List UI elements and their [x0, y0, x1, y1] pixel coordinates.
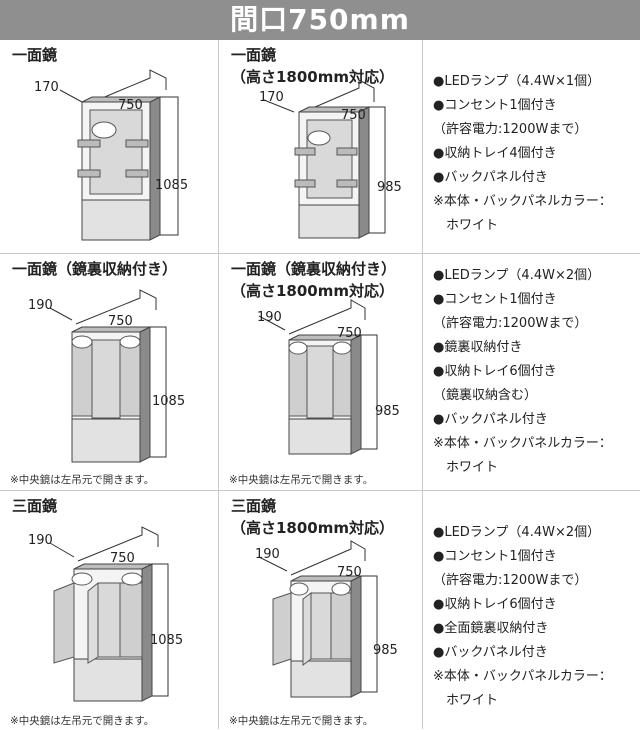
spec-item: ●鏡裏収納付き	[433, 340, 523, 355]
hinge-note: ※中央鏡は左吊元で開きます。	[229, 715, 374, 727]
spec-item: ●収納トレイ6個付き	[433, 364, 557, 379]
width-dimension: 750	[118, 98, 143, 113]
height-dimension: 1085	[152, 394, 186, 409]
spec-item: ●コンセント1個付き	[433, 549, 557, 564]
spec-list-single: ●LEDランプ（4.4W×1個） ●コンセント1個付き （許容電力:1200Wま…	[423, 40, 640, 253]
spec-list: ●LEDランプ（4.4W×2個） ●コンセント1個付き （許容電力:1200Wま…	[433, 521, 612, 713]
spec-list: ●LEDランプ（4.4W×1個） ●コンセント1個付き （許容電力:1200Wま…	[433, 70, 612, 238]
cell-three-mirror: 三面鏡 190 750 1085 ※中央鏡は左吊元で開きます。	[0, 491, 219, 729]
hinge-note: ※中央鏡は左吊元で開きます。	[10, 474, 155, 486]
depth-dimension: 190	[257, 310, 282, 325]
depth-dimension: 190	[255, 547, 280, 562]
cell-title: 一面鏡	[12, 46, 58, 64]
width-dimension: 750	[337, 565, 362, 580]
cell-title: 一面鏡（鏡裏収納付き） （高さ1800mm対応）	[231, 260, 397, 300]
product-grid: 一面鏡 170 750 1085 一面鏡 （高さ1800	[0, 40, 640, 730]
cabinet-diagram-three-1800	[258, 540, 378, 698]
hinge-note: ※中央鏡は左吊元で開きます。	[10, 715, 155, 727]
spec-item: ●LEDランプ（4.4W×2個）	[433, 525, 601, 540]
width-dimension: 750	[337, 326, 362, 341]
spec-list-single-storage: ●LEDランプ（4.4W×2個） ●コンセント1個付き （許容電力:1200Wま…	[423, 254, 640, 490]
cell-title: 三面鏡	[12, 497, 58, 515]
spec-item: ※本体・バックパネルカラー：	[433, 436, 612, 451]
spec-list: ●LEDランプ（4.4W×2個） ●コンセント1個付き （許容電力:1200Wま…	[433, 264, 612, 480]
spec-item: ●バックパネル付き	[433, 645, 548, 660]
height-dimension: 1085	[150, 633, 184, 648]
spec-item: ホワイト	[433, 460, 499, 475]
row-single-mirror: 一面鏡 170 750 1085 一面鏡 （高さ1800	[0, 40, 640, 254]
depth-dimension: 170	[34, 80, 59, 95]
cell-single-mirror-1800: 一面鏡 （高さ1800mm対応） 170 750 985	[219, 40, 423, 253]
width-dimension: 750	[110, 551, 135, 566]
spec-item: ●LEDランプ（4.4W×2個）	[433, 268, 601, 283]
row-single-mirror-storage: 一面鏡（鏡裏収納付き） 190 750 1085 ※中央鏡は左吊元で開きます。	[0, 254, 640, 491]
cabinet-diagram-single-1800	[263, 79, 386, 239]
cell-single-mirror: 一面鏡 170 750 1085	[0, 40, 219, 253]
spec-item: （鏡裏収納含む）	[433, 388, 538, 403]
cell-title: 一面鏡（鏡裏収納付き）	[12, 260, 178, 278]
depth-dimension: 190	[28, 298, 53, 313]
spec-item: ※本体・バックパネルカラー：	[433, 194, 612, 209]
spec-item: （許容電力:1200Wまで）	[433, 316, 588, 331]
row-three-mirror: 三面鏡 190 750 1085 ※中央鏡は左吊元で開きます。	[0, 491, 640, 729]
spec-item: ●コンセント1個付き	[433, 292, 557, 307]
height-dimension: 985	[377, 180, 402, 195]
spec-item: ●収納トレイ6個付き	[433, 597, 557, 612]
cell-single-mirror-storage-1800: 一面鏡（鏡裏収納付き） （高さ1800mm対応） 190 750 985 ※中央…	[219, 254, 423, 490]
page-header: 間口750mm	[0, 0, 640, 40]
header-title: 間口750mm	[230, 3, 410, 36]
spec-item: ※本体・バックパネルカラー：	[433, 669, 612, 684]
spec-item: （許容電力:1200Wまで）	[433, 122, 588, 137]
height-dimension: 985	[373, 643, 398, 658]
spec-list-three: ●LEDランプ（4.4W×2個） ●コンセント1個付き （許容電力:1200Wま…	[423, 491, 640, 729]
spec-item: ●バックパネル付き	[433, 170, 548, 185]
spec-item: ●バックパネル付き	[433, 412, 548, 427]
width-dimension: 750	[108, 314, 133, 329]
spec-item: ホワイト	[433, 693, 499, 708]
width-dimension: 750	[341, 108, 366, 123]
cell-title: 三面鏡 （高さ1800mm対応）	[231, 497, 395, 537]
cell-title: 一面鏡 （高さ1800mm対応）	[231, 46, 395, 86]
depth-dimension: 170	[259, 90, 284, 105]
cabinet-diagram-single	[59, 69, 179, 241]
cabinet-diagram-single-storage	[49, 289, 167, 463]
cell-single-mirror-storage: 一面鏡（鏡裏収納付き） 190 750 1085 ※中央鏡は左吊元で開きます。	[0, 254, 219, 490]
spec-item: ●コンセント1個付き	[433, 98, 557, 113]
spec-item: ●全面鏡裏収納付き	[433, 621, 549, 636]
cabinet-diagram-single-storage-1800	[258, 299, 378, 455]
spec-item: （許容電力:1200Wまで）	[433, 573, 588, 588]
depth-dimension: 190	[28, 533, 53, 548]
hinge-note: ※中央鏡は左吊元で開きます。	[229, 474, 374, 486]
cabinet-diagram-three	[49, 526, 169, 702]
height-dimension: 985	[375, 404, 400, 419]
cell-three-mirror-1800: 三面鏡 （高さ1800mm対応） 190 750 985 ※中央鏡は左吊元で開き…	[219, 491, 423, 729]
spec-item: ●LEDランプ（4.4W×1個）	[433, 74, 601, 89]
spec-item: ホワイト	[433, 218, 499, 233]
height-dimension: 1085	[155, 178, 189, 193]
spec-item: ●収納トレイ4個付き	[433, 146, 557, 161]
